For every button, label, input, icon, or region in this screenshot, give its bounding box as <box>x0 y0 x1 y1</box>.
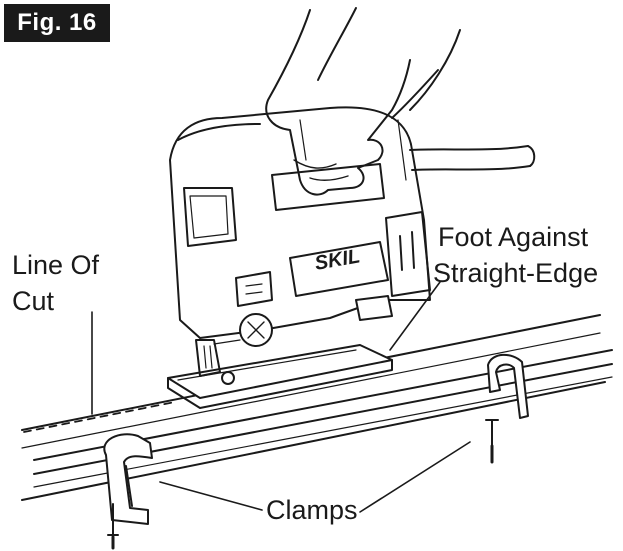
clamps-leader-right <box>359 441 471 513</box>
jigsaw-body <box>169 106 431 385</box>
line-of-cut-label-line2: Cut <box>12 286 55 316</box>
line-of-cut-dashed <box>23 401 176 433</box>
right-clamp <box>485 353 529 464</box>
foot-leader <box>389 281 441 351</box>
power-cord <box>409 145 536 171</box>
clamps-leader-left <box>159 481 263 511</box>
leader-lines <box>91 281 471 513</box>
left-clamp <box>103 433 153 550</box>
clamps-label: Clamps <box>266 495 358 525</box>
foot-label-line2: Straight-Edge <box>433 258 599 288</box>
operator-hands <box>265 7 461 196</box>
figure-label: Fig. 16 <box>4 4 110 42</box>
line-of-cut-label-line1: Line Of <box>12 250 100 280</box>
foot-label-line1: Foot Against <box>438 222 589 252</box>
